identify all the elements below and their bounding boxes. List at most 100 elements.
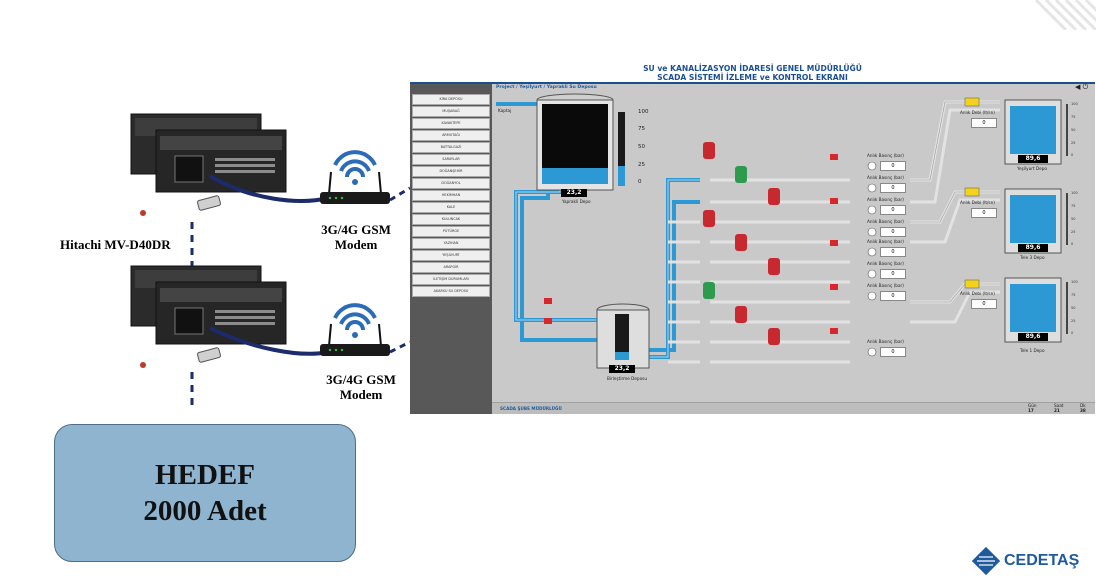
flow-value: 0 bbox=[971, 299, 997, 309]
nav-item[interactable]: KAVAKTEPE bbox=[412, 118, 490, 129]
right-tank-value: 89,6 bbox=[1018, 333, 1048, 341]
nav-item[interactable]: ARMUTAĞI bbox=[412, 130, 490, 141]
scada-screen: SU ve KANALİZASYON İDARESİ GENEL MÜDÜRLÜ… bbox=[410, 62, 1095, 414]
main-tank-value: 23,2 bbox=[561, 189, 587, 197]
nav-item[interactable]: YAZIHAN bbox=[412, 238, 490, 249]
nav-item[interactable]: YEŞİLYURT bbox=[412, 250, 490, 261]
right-tank-value: 89,6 bbox=[1018, 244, 1048, 252]
pump-icon[interactable] bbox=[735, 306, 747, 323]
nav-item[interactable]: HEKİMHAN bbox=[412, 190, 490, 201]
process-diagram bbox=[496, 93, 1068, 369]
valve-icon[interactable] bbox=[830, 328, 838, 334]
pressure-value: 0 bbox=[880, 291, 906, 301]
title-divider bbox=[410, 82, 1095, 84]
plc-device-bottom-icon bbox=[130, 265, 287, 368]
company-logo-text: CEDETAŞ bbox=[1004, 552, 1080, 569]
footer-day-value: 17 bbox=[1028, 408, 1034, 413]
nav-item[interactable]: ARAPGİR bbox=[412, 262, 490, 273]
nav-item[interactable]: AKARSU SU DEPOSU bbox=[412, 286, 490, 297]
main-tank-scale-tick: 25 bbox=[638, 162, 645, 168]
pump-icon[interactable] bbox=[703, 210, 715, 227]
flow-label: Anlık Debi (lt/sn) bbox=[960, 110, 995, 115]
modem-label-top-line2: Modem bbox=[334, 237, 378, 252]
main-tank-scale-tick: 50 bbox=[638, 144, 645, 150]
pressure-value: 0 bbox=[880, 247, 906, 257]
plc-device-top-icon bbox=[130, 113, 287, 216]
pressure-label: Anlık Basınç (bar) bbox=[867, 283, 904, 288]
flow-label: Anlık Debi (lt/sn) bbox=[960, 200, 995, 205]
footer-day-label: Gün bbox=[1028, 403, 1037, 408]
nav-item[interactable]: MUŞABAĞ bbox=[412, 106, 490, 117]
right-tank-scale-tick: 50 bbox=[1071, 217, 1076, 221]
pump-icon[interactable] bbox=[703, 142, 715, 159]
nav-item[interactable]: KALE bbox=[412, 202, 490, 213]
mix-tank-value: 23,2 bbox=[609, 365, 635, 373]
right-tank-scale-tick: 25 bbox=[1071, 319, 1076, 323]
main-tank-scale-tick: 0 bbox=[638, 179, 642, 185]
scada-footer: SCADA ŞUBE MÜDÜRLÜĞÜ Gün 17 Saat 21 Dk 3… bbox=[492, 402, 1095, 414]
pump-icon[interactable] bbox=[768, 258, 780, 275]
pressure-label: Anlık Basınç (bar) bbox=[867, 261, 904, 266]
right-tank-scale-tick: 25 bbox=[1071, 141, 1076, 145]
pressure-label: Anlık Basınç (bar) bbox=[867, 197, 904, 202]
modem-label-bottom-line2: Modem bbox=[339, 387, 383, 402]
breadcrumb: Project / Yeşilyurt / Yaprakli Su Deposu bbox=[496, 85, 597, 90]
valve-icon[interactable] bbox=[830, 240, 838, 246]
right-tank-scale-tick: 100 bbox=[1071, 102, 1078, 106]
pump-icon[interactable] bbox=[768, 188, 780, 205]
scada-nav: KIRA DEPOSU MUŞABAĞ KAVAKTEPE ARMUTAĞI B… bbox=[410, 84, 492, 414]
right-tank-value: 89,6 bbox=[1018, 155, 1048, 163]
scada-title-line1: SU ve KANALİZASYON İDARESİ GENEL MÜDÜRLÜ… bbox=[643, 64, 862, 73]
pressure-label: Anlık Basınç (bar) bbox=[867, 239, 904, 244]
flow-label: Anlık Debi (lt/sn) bbox=[960, 291, 995, 296]
nav-item[interactable]: DOĞANYOL bbox=[412, 178, 490, 189]
pressure-value: 0 bbox=[880, 227, 906, 237]
pump-icon[interactable] bbox=[703, 282, 715, 299]
pressure-label: Anlık Basınç (bar) bbox=[867, 219, 904, 224]
right-tank-scale-tick: 100 bbox=[1071, 280, 1078, 284]
nav-item[interactable]: KIRA DEPOSU bbox=[412, 94, 490, 105]
pressure-label: Anlık Basınç (bar) bbox=[867, 339, 904, 344]
gsm-modem-top-icon bbox=[320, 150, 390, 204]
pressure-value: 0 bbox=[880, 205, 906, 215]
network-diagram bbox=[130, 113, 410, 410]
right-tank-label: Tele 1 Depo bbox=[1020, 348, 1045, 353]
pressure-value: 0 bbox=[880, 183, 906, 193]
main-tank-label: Yaprakli Depo bbox=[562, 199, 591, 204]
target-title: HEDEF bbox=[155, 459, 255, 491]
nav-item[interactable]: BATTALGAZİ bbox=[412, 142, 490, 153]
valve-icon[interactable] bbox=[830, 284, 838, 290]
right-tank-scale-tick: 75 bbox=[1071, 115, 1076, 119]
valve-icon[interactable] bbox=[544, 318, 552, 324]
flow-value: 0 bbox=[971, 208, 997, 218]
nav-item[interactable]: SARAYLAR bbox=[412, 154, 490, 165]
pump-icon[interactable] bbox=[735, 234, 747, 251]
nav-item[interactable]: İLETİŞİM DURUMLARI bbox=[412, 274, 490, 285]
valve-icon[interactable] bbox=[830, 198, 838, 204]
valve-icon[interactable] bbox=[544, 298, 552, 304]
modem-label-bottom: 3G/4G GSM Modem bbox=[306, 372, 416, 402]
pressure-value: 0 bbox=[880, 347, 906, 357]
pressure-value: 0 bbox=[880, 269, 906, 279]
right-tank-scale-tick: 50 bbox=[1071, 306, 1076, 310]
pressure-label: Anlık Basınç (bar) bbox=[867, 153, 904, 158]
pump-icon[interactable] bbox=[768, 328, 780, 345]
pressure-value: 0 bbox=[880, 161, 906, 171]
plc-model-label: Hitachi MV-D40DR bbox=[60, 237, 171, 252]
modem-label-bottom-line1: 3G/4G GSM bbox=[326, 372, 396, 387]
right-tank-scale-tick: 0 bbox=[1071, 331, 1074, 335]
right-tank-scale-tick: 75 bbox=[1071, 204, 1076, 208]
gsm-modem-bottom-icon bbox=[320, 303, 390, 356]
target-box: HEDEF 2000 Adet bbox=[54, 424, 356, 562]
pump-icon[interactable] bbox=[735, 166, 747, 183]
nav-item[interactable]: DOĞANŞEHİR bbox=[412, 166, 490, 177]
footer-minute-value: 38 bbox=[1080, 408, 1086, 413]
main-tank-scale-tick: 75 bbox=[638, 126, 645, 132]
nav-item[interactable]: PÜTÜRGE bbox=[412, 226, 490, 237]
back-icon[interactable]: ◀ ⏻ bbox=[1075, 83, 1089, 91]
right-tank-scale-tick: 0 bbox=[1071, 242, 1074, 246]
cedetas-logo-icon bbox=[972, 547, 1000, 575]
valve-icon[interactable] bbox=[830, 154, 838, 160]
nav-item[interactable]: KULUNCAK bbox=[412, 214, 490, 225]
modem-label-top-line1: 3G/4G GSM bbox=[321, 222, 391, 237]
